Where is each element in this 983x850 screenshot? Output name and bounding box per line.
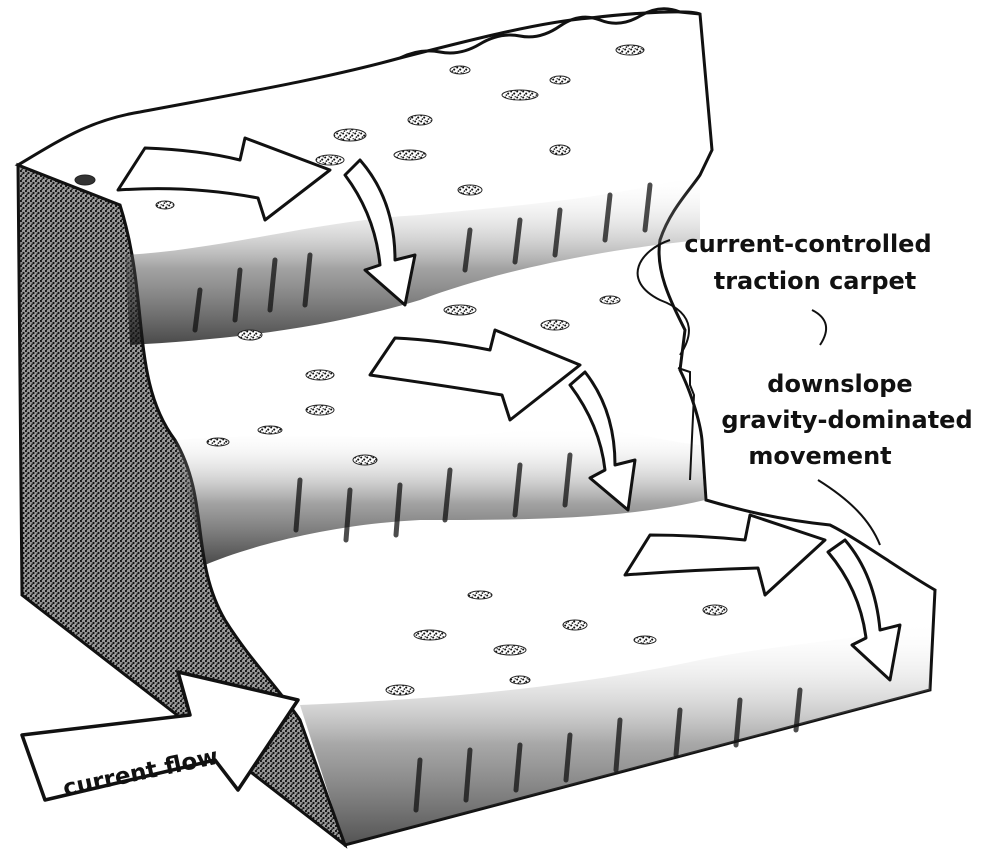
label-current-controlled-line1: current-controlled [684,230,931,258]
label-downslope-line3: movement [748,442,891,470]
label-current-controlled-line2: traction carpet [714,267,917,295]
label-downslope-line1: downslope [767,370,912,398]
label-downslope-line2: gravity-dominated [721,406,972,434]
